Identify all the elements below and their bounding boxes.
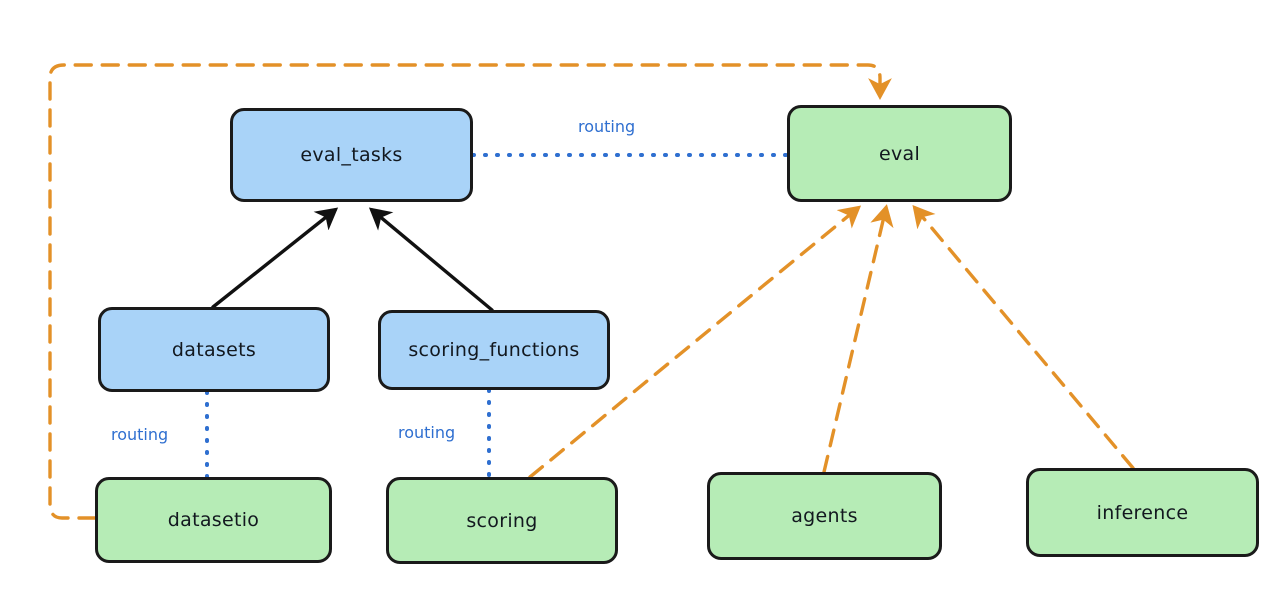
edge-label-routing-scoring: routing — [398, 423, 456, 442]
node-scoring[interactable]: scoring — [386, 477, 618, 564]
node-label: agents — [791, 505, 858, 527]
node-label: scoring — [466, 509, 538, 532]
node-label: scoring_functions — [408, 339, 580, 361]
edge-inference-to-eval — [912, 204, 1135, 470]
edge-label-routing-eval: routing — [578, 117, 636, 136]
edge-scoring_functions-to-eval_tasks — [368, 207, 494, 312]
node-label: datasetio — [167, 509, 260, 531]
node-label: eval — [878, 142, 921, 165]
edge-label-routing-datasetio: routing — [111, 425, 169, 444]
node-eval[interactable]: eval — [787, 105, 1012, 202]
edge-scoring-to-eval — [528, 205, 862, 479]
node-agents[interactable]: agents — [707, 472, 942, 560]
edge-datasetio-to-eval — [48, 63, 892, 520]
node-label: eval_tasks — [300, 144, 403, 166]
node-datasets[interactable]: datasets — [98, 307, 330, 392]
node-label: datasets — [171, 338, 257, 361]
node-inference[interactable]: inference — [1026, 468, 1259, 557]
edge-datasets-to-eval_tasks — [211, 207, 339, 309]
node-eval-tasks[interactable]: eval_tasks — [230, 108, 473, 202]
edge-agents-to-eval — [822, 204, 894, 474]
node-scoring-functions[interactable]: scoring_functions — [378, 310, 610, 390]
node-datasetio[interactable]: datasetio — [95, 477, 332, 563]
node-label: inference — [1096, 501, 1189, 524]
